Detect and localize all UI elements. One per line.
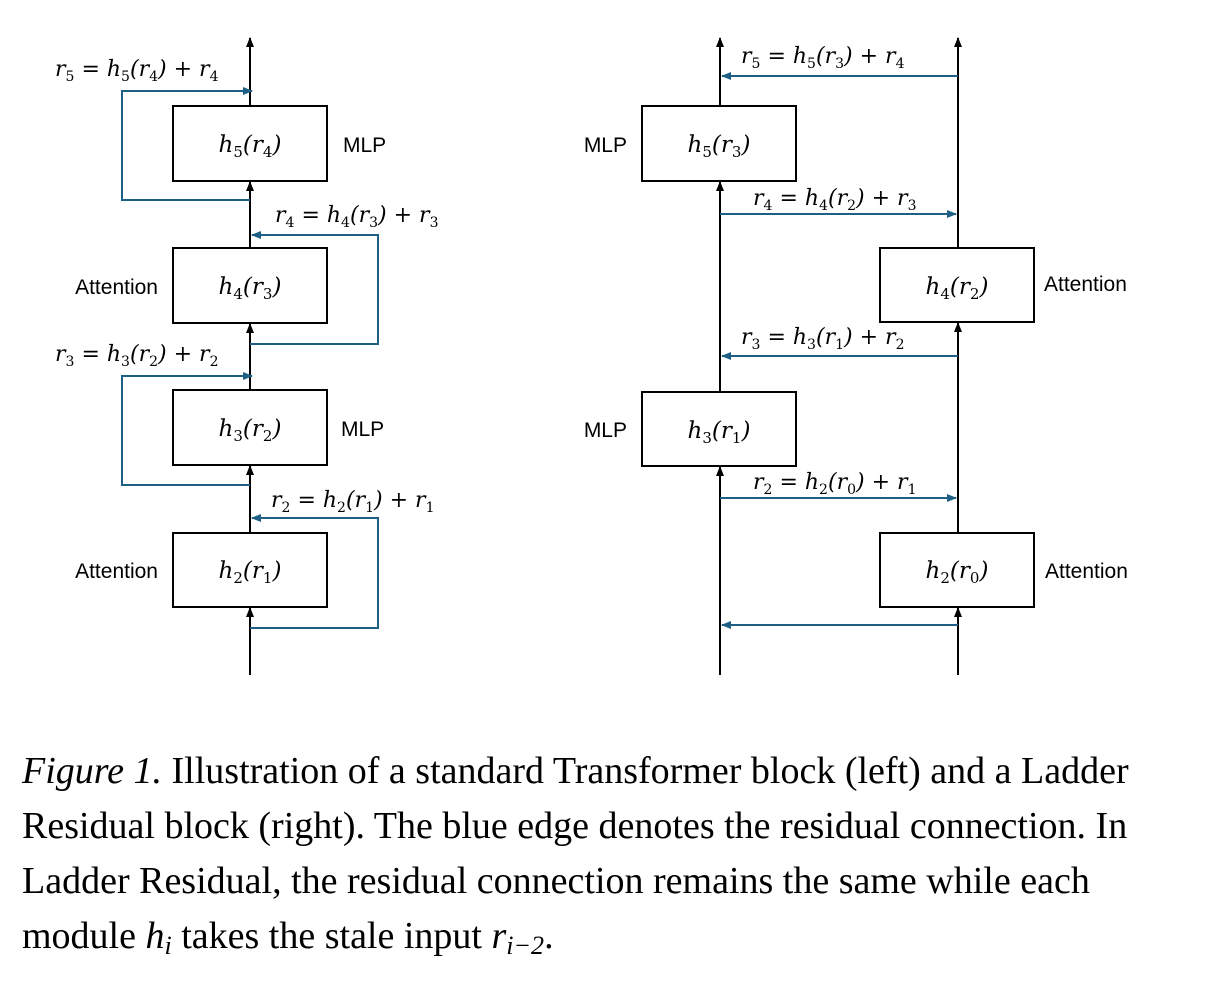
module-box-h4 (879, 247, 1035, 323)
residual-edge (250, 231, 379, 345)
figure-label: Figure 1. (22, 750, 163, 792)
symbol-subscript: i−2 (506, 931, 545, 960)
module-type-label: Attention (1045, 560, 1128, 583)
module-box-h3 (172, 389, 328, 466)
module-type-label: MLP (343, 134, 386, 157)
box-label: h4​(r2​) (926, 274, 989, 303)
residual-equation: r4​ = h4​(r2​) + r3​ (753, 186, 916, 214)
caption-text: Illustration of a standard Transformer b… (22, 750, 1129, 957)
box-label: h4​(r3​) (219, 274, 282, 303)
module-box-h3 (641, 391, 797, 467)
left-diagram: h5​(r4​) h4​(r3​) h3​(r2​) h2​(r1​) MLP … (55, 37, 438, 675)
module-type-label: MLP (584, 134, 627, 157)
right-diagram: h5​(r3​) h4​(r2​) h3​(r1​) h2​(r0​) MLP … (584, 37, 1128, 675)
module-box-h4 (172, 247, 328, 324)
caption-period: . (544, 915, 554, 957)
residual-equation: r2​ = h2​(r1​) + r1​ (271, 488, 434, 516)
residual-edge (250, 514, 379, 629)
module-type-label: Attention (75, 560, 158, 583)
residual-equation: r5​ = h5​(r4​) + r4​ (55, 57, 219, 85)
box-label: h3​(r2​) (219, 416, 282, 445)
figure-caption: Figure 1. Illustration of a standard Tra… (22, 744, 1202, 964)
residual-edge (121, 87, 253, 201)
symbol-subscript: i (164, 931, 172, 960)
diagram: h5​(r4​) h4​(r3​) h3​(r2​) h2​(r1​) MLP … (55, 37, 1128, 675)
symbol-base: h (145, 915, 165, 957)
module-type-label: Attention (1044, 273, 1127, 296)
module-box-h2 (879, 532, 1035, 608)
module-box-h5 (172, 105, 328, 182)
residual-equation: r5​ = h5​(r3​) + r4​ (741, 44, 905, 72)
input-symbol: ri−2 (491, 915, 545, 960)
box-label: h5​(r3​) (688, 132, 751, 161)
box-label: h5​(r4​) (219, 132, 282, 161)
module-box-h2 (172, 532, 328, 608)
box-label: h2​(r1​) (219, 558, 282, 587)
residual-equation: r3​ = h3​(r1​) + r2​ (741, 325, 904, 353)
box-label: h3​(r1​) (688, 418, 751, 447)
symbol-base: r (491, 915, 507, 957)
residual-equation: r4​ = h4​(r3​) + r3​ (275, 203, 438, 231)
module-box-h5 (641, 105, 797, 182)
residual-equation: r3​ = h3​(r2​) + r2​ (55, 342, 218, 370)
module-type-label: MLP (341, 418, 384, 441)
module-symbol: hi (145, 915, 172, 960)
residual-equation: r2​ = h2​(r0​) + r1​ (753, 470, 916, 498)
box-label: h2​(r0​) (926, 558, 989, 587)
residual-edge (121, 372, 253, 486)
module-type-label: Attention (75, 276, 158, 299)
caption-text: takes the stale input (181, 915, 482, 957)
module-type-label: MLP (584, 419, 627, 442)
